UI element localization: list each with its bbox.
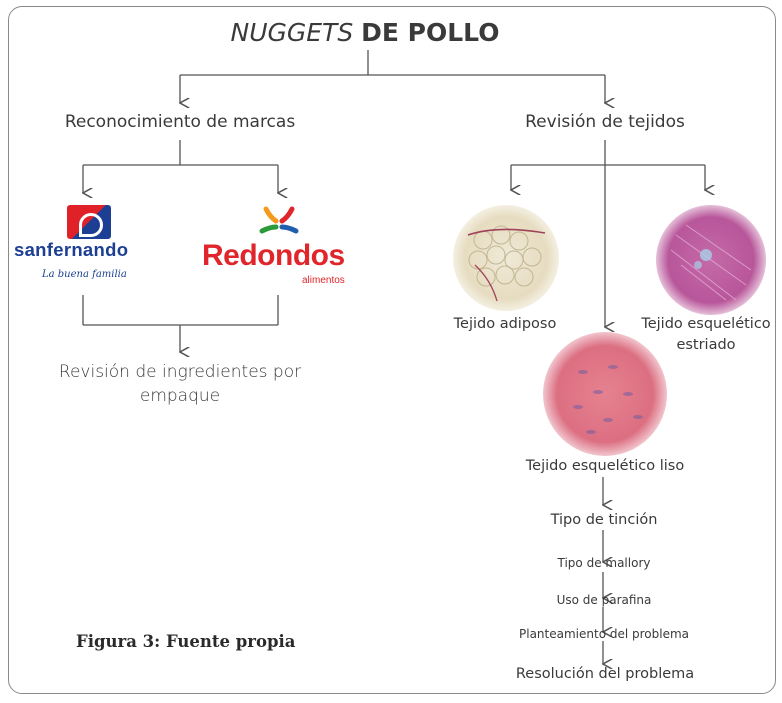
title-bold: DE POLLO <box>361 18 500 47</box>
smooth-tissue-label: Tejido esquelético liso <box>525 458 685 474</box>
smooth-tissue-image <box>543 332 667 456</box>
step-problem-resolution: Resolución del problema <box>515 666 695 682</box>
striated-tissue-label-line1: Tejido esquelético <box>641 316 771 332</box>
smooth-fibers-illustration <box>573 365 643 434</box>
striated-tissue-label-line2: estriado <box>676 337 736 353</box>
sanfernando-tagline: La buena familia <box>42 269 127 280</box>
sanfernando-emblem-icon <box>67 205 111 239</box>
redondos-wordmark: Redondos <box>202 239 345 272</box>
tissue-review-label: Revisión de tejidos <box>525 112 685 132</box>
step-staining-type: Tipo de tinción <box>550 512 658 528</box>
striated-tissue-image <box>656 205 766 315</box>
redondos-star-icon <box>259 206 299 234</box>
ingredients-review-line1: Revisión de ingredientes por <box>58 362 302 382</box>
diagram-title: NUGGETS DE POLLO <box>231 18 500 47</box>
step-paraffin-use: Uso de parafina <box>556 593 652 607</box>
step-mallory-type: Tipo de mallory <box>557 556 651 570</box>
adipose-tissue-label: Tejido adiposo <box>453 316 557 332</box>
ingredients-review-line2: empaque <box>139 386 221 406</box>
figure-caption: Figura 3: Fuente propia <box>76 632 296 651</box>
title-italic: NUGGETS <box>230 18 354 47</box>
brand-recognition-label: Reconocimiento de marcas <box>64 112 296 132</box>
adipose-cells-illustration <box>467 225 546 302</box>
sanfernando-logo: sanfernando La buena familia <box>14 205 162 295</box>
redondos-tagline: alimentos <box>302 275 345 286</box>
striated-fibers-illustration <box>670 224 752 301</box>
diagram-frame <box>8 6 776 694</box>
sanfernando-wordmark: sanfernando <box>14 239 129 260</box>
step-problem-statement: Planteamiento del problema <box>519 627 689 641</box>
redondos-logo: Redondos alimentos <box>198 205 358 290</box>
adipose-tissue-image <box>453 205 559 311</box>
